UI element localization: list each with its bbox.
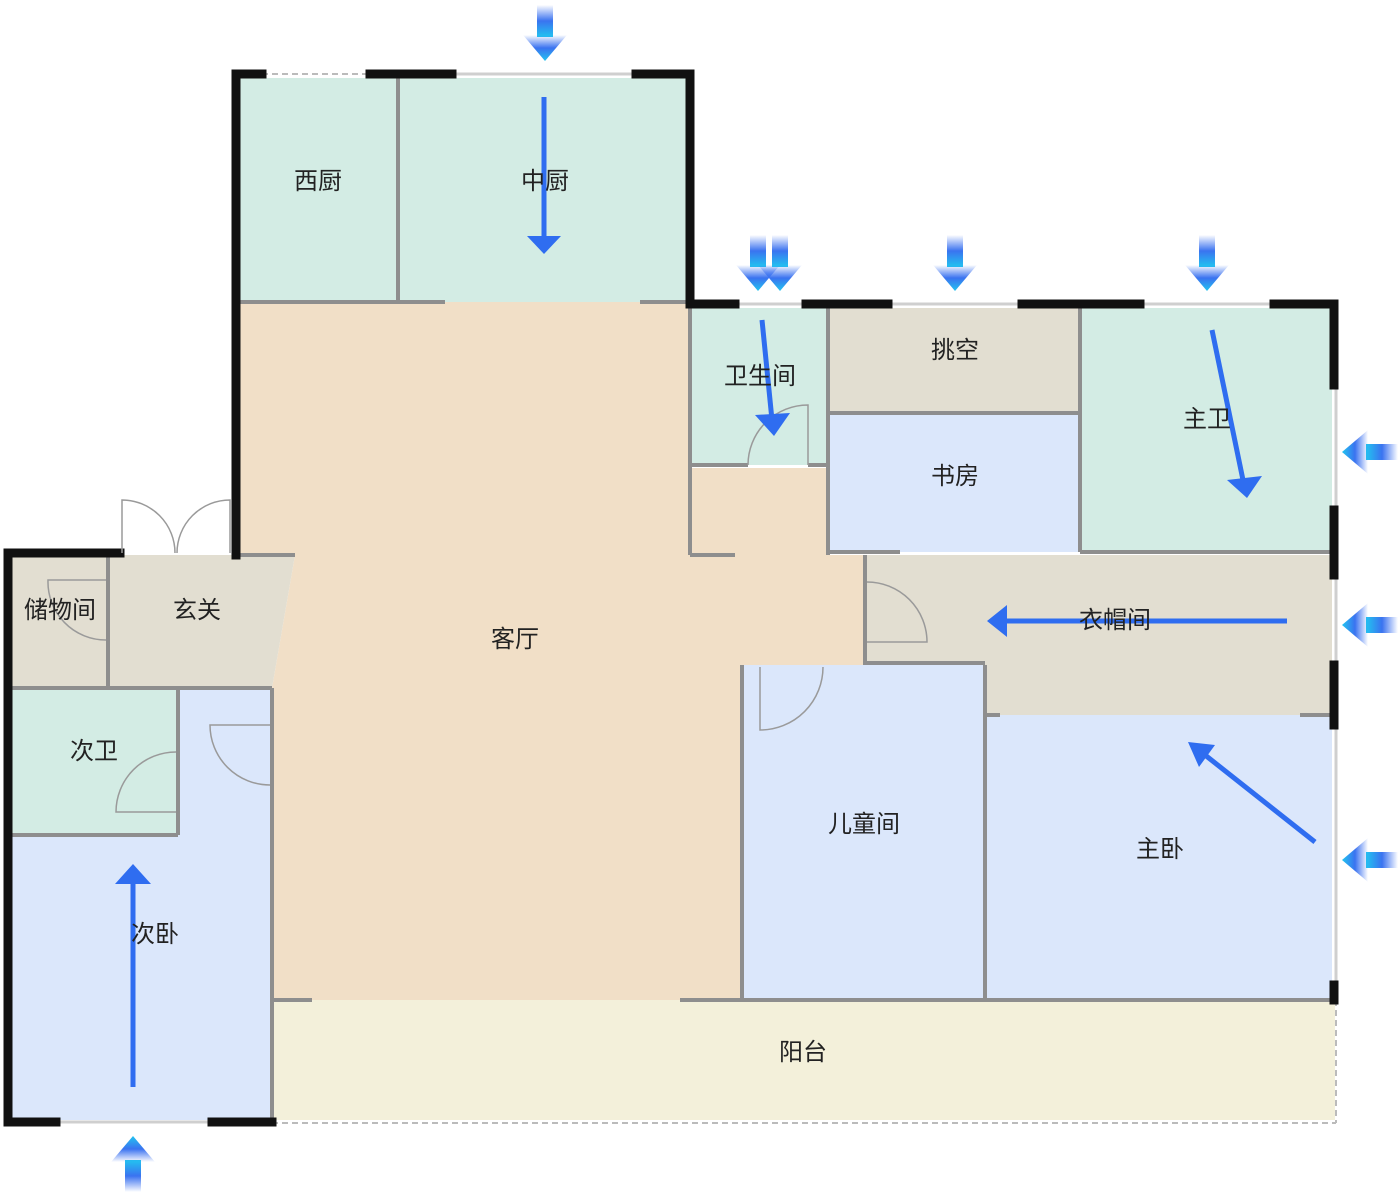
arrow-down-icon: [933, 235, 977, 291]
room-master-bath[interactable]: [1082, 308, 1332, 552]
label-western-kitchen: 西厨: [294, 167, 342, 195]
exterior-walls: [3, 69, 1339, 1127]
room-master-bedroom[interactable]: [985, 715, 1332, 1000]
label-master-bedroom: 主卧: [1136, 835, 1184, 863]
room-balcony[interactable]: [272, 1000, 1335, 1120]
label-cloakroom: 衣帽间: [1079, 606, 1151, 634]
label-kids-room: 儿童间: [828, 810, 900, 838]
label-master-bath: 主卫: [1183, 405, 1231, 433]
label-study: 书房: [931, 462, 979, 490]
room-second-bedroom[interactable]: [10, 688, 272, 1120]
label-balcony: 阳台: [779, 1038, 827, 1066]
label-entrance: 玄关: [173, 596, 221, 624]
arrow-up-icon: [111, 1136, 155, 1192]
doors: [47, 404, 928, 813]
label-second-bath: 次卫: [70, 737, 118, 765]
label-storage: 储物间: [24, 596, 96, 624]
windows: [56, 72, 1338, 1124]
label-bathroom: 卫生间: [724, 362, 796, 390]
room-western-kitchen[interactable]: [240, 78, 398, 302]
label-chinese-kitchen: 中厨: [521, 167, 569, 195]
room-kids[interactable]: [742, 665, 985, 1000]
flow-arrows: [115, 97, 1317, 1087]
arrow-left-icon: [1342, 430, 1398, 474]
arrow-left-icon: [1342, 838, 1398, 882]
arrow-down-icon: [1185, 235, 1229, 291]
label-second-bedroom: 次卧: [131, 920, 179, 948]
label-void: 挑空: [931, 336, 979, 364]
room-storage[interactable]: [10, 555, 108, 688]
room-bathroom[interactable]: [690, 308, 828, 465]
interior-walls: [10, 78, 1332, 1120]
arrow-down-icon: [523, 5, 567, 61]
room-second-bath[interactable]: [10, 688, 178, 835]
label-living-room: 客厅: [491, 625, 539, 653]
arrow-left-icon: [1342, 603, 1398, 647]
room-study[interactable]: [830, 414, 1080, 552]
room-void[interactable]: [830, 308, 1080, 414]
room-cloakroom[interactable]: [865, 555, 1332, 715]
room-entrance[interactable]: [108, 555, 295, 688]
room-living[interactable]: [240, 302, 865, 1000]
